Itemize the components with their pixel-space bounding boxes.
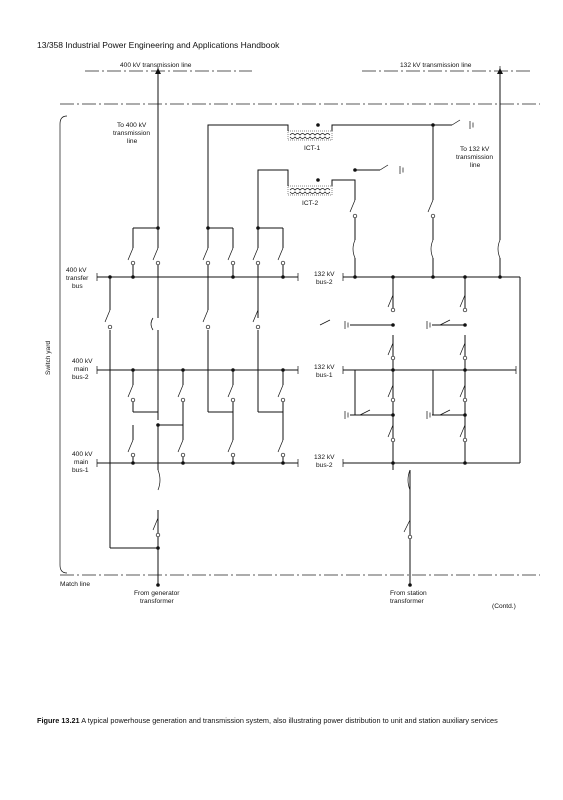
- bus-400-transfer: [96, 273, 299, 281]
- switchyard-label: Switch yard: [45, 341, 52, 375]
- earth-symbols: [344, 121, 474, 419]
- ict-2-label: ICT-2: [302, 200, 318, 207]
- label-400-main-bus-2: 400 kV main bus-2: [72, 358, 94, 381]
- bus-400-main-1: [96, 459, 299, 467]
- figure-number: Figure 13.21: [37, 716, 80, 725]
- bus-132-bus-1: [342, 366, 517, 374]
- label-132-bus-1: 132 kV bus-1: [314, 364, 336, 379]
- ict-2-transformer: [287, 185, 333, 196]
- label-from-generator: From generator transformer: [134, 590, 181, 605]
- bus-400-main-2: [96, 366, 299, 374]
- label-132-bus-2-bottom: 132 kV bus-2: [314, 454, 336, 469]
- tx400-label: 400 kV transmission line: [120, 62, 192, 69]
- match-line-label: Match line: [60, 581, 90, 588]
- junction-dots: [108, 123, 502, 587]
- label-from-station: From station transformer: [390, 590, 429, 605]
- ict-1-label: ICT-1: [304, 145, 320, 152]
- label-132-bus-2-top: 132 kV bus-2: [314, 271, 336, 286]
- figure-caption-text: A typical powerhouse generation and tran…: [81, 716, 498, 725]
- switchyard-brace: [59, 115, 68, 574]
- bus-132-bus-2-bottom: [342, 459, 520, 467]
- label-to-400kv-line: To 400 kV transmission line: [113, 122, 152, 145]
- figure-caption: Figure 13.21 A typical powerhouse genera…: [37, 716, 537, 725]
- contd-label: (Contd.): [492, 603, 516, 610]
- isolator-switches: [104, 119, 501, 540]
- label-to-132kv-line: To 132 kV transmission line: [456, 146, 495, 169]
- page-header: 13/358 Industrial Power Engineering and …: [37, 40, 280, 50]
- tx132-label: 132 kV transmission line: [400, 62, 472, 69]
- label-400-transfer-bus: 400 kV transfer bus: [66, 267, 90, 290]
- label-400-main-bus-1: 400 kV main bus-1: [72, 451, 94, 474]
- ict-1-transformer: [287, 130, 333, 141]
